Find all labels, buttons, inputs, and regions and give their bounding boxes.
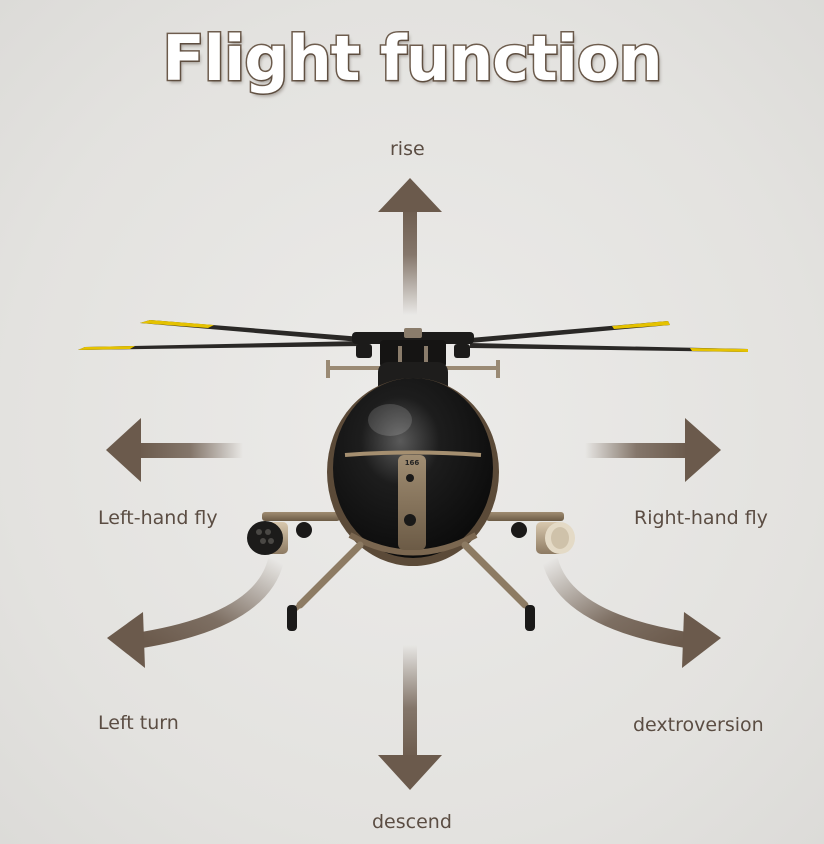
- label-rise: rise: [390, 138, 425, 160]
- right-weapon-pylon: [486, 512, 564, 521]
- left-hand-fly-arrow-icon: [106, 418, 243, 482]
- rotor-blades: [78, 320, 748, 352]
- page-title: Flight function: [161, 21, 664, 97]
- fuselage: 166: [327, 378, 499, 566]
- left-gun-pod: [247, 521, 288, 555]
- label-left-hand-fly: Left-hand fly: [98, 507, 218, 529]
- rise-arrow-icon: [378, 178, 442, 315]
- label-dextroversion: dextroversion: [633, 714, 764, 736]
- landing-gear: [287, 541, 535, 631]
- dextroversion-arrow-icon: [542, 557, 721, 668]
- left-weapon-pylon: [262, 512, 340, 521]
- left-turn-arrow-icon: [107, 557, 284, 668]
- tail-number: 166: [405, 459, 420, 467]
- label-descend: descend: [372, 811, 452, 833]
- rotor-hub: [352, 328, 474, 396]
- descend-arrow-icon: [378, 645, 442, 790]
- label-left-turn: Left turn: [98, 712, 179, 734]
- helicopter-illustration: 166: [78, 320, 748, 631]
- right-hand-fly-arrow-icon: [585, 418, 721, 482]
- label-right-hand-fly: Right-hand fly: [634, 507, 768, 529]
- right-gun-pod: [536, 522, 575, 554]
